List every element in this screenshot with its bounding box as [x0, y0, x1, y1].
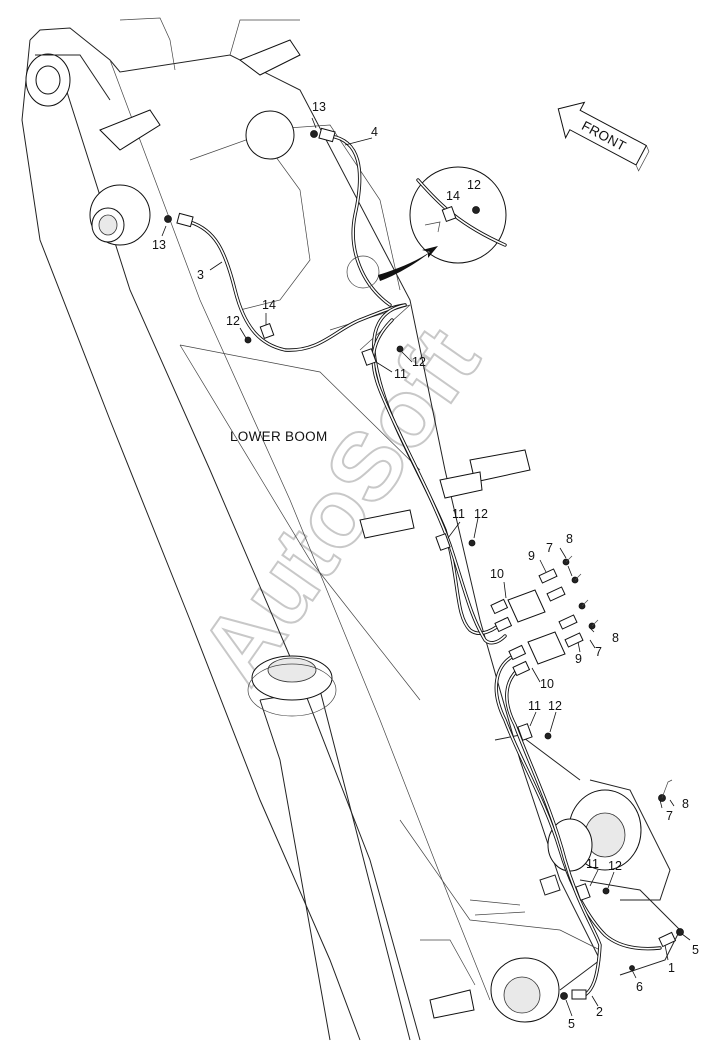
clamp: [435, 533, 451, 551]
lower-boom-structure: [21, 17, 681, 1041]
callout-9: 9: [575, 652, 582, 666]
front-direction-arrow: FRONT: [557, 101, 650, 172]
callout-7: 7: [666, 809, 673, 823]
callout-13: 13: [152, 238, 166, 252]
callout-11: 11: [452, 507, 465, 521]
callout-14: 14: [262, 298, 276, 312]
callout-14: 14: [446, 189, 460, 203]
callout-10: 10: [490, 567, 504, 581]
boom-cylinder: [247, 655, 411, 1041]
callout-12: 12: [226, 314, 240, 328]
bolt: [396, 345, 404, 353]
callout-5: 5: [692, 943, 699, 957]
callout-numbers: 13 4 13 14 12 3 14 12 11 12 11 12 9 7 8 …: [152, 100, 699, 1031]
callout-9: 9: [528, 549, 535, 563]
bulkhead-block: [527, 631, 566, 665]
elbow-fitting: [176, 212, 194, 228]
callout-2: 2: [596, 1005, 603, 1019]
leader-lines: [161, 117, 691, 1017]
callout-12: 12: [548, 699, 562, 713]
callout-8: 8: [682, 797, 689, 811]
fittings: [164, 127, 684, 1000]
callout-7: 7: [595, 645, 602, 659]
callout-12: 12: [608, 859, 622, 873]
bolt: [310, 130, 318, 138]
bolt: [468, 539, 476, 547]
callout-11: 11: [394, 367, 407, 381]
lower-boom-label: LOWER BOOM: [230, 429, 328, 444]
clamp: [361, 348, 377, 366]
callout-10: 10: [540, 677, 554, 691]
callout-13: 13: [312, 100, 326, 114]
bulkhead-block: [507, 589, 546, 623]
bolt: [164, 215, 172, 223]
callout-6: 6: [636, 980, 643, 994]
detail-inset: [346, 166, 507, 289]
callout-7: 7: [546, 541, 553, 555]
callout-3: 3: [197, 268, 204, 282]
callout-4: 4: [371, 125, 378, 139]
callout-11: 11: [586, 857, 599, 871]
bolt: [602, 887, 610, 895]
bolt: [244, 336, 252, 344]
watermark: AutoSoft: [180, 309, 500, 702]
callout-12: 12: [474, 507, 488, 521]
callout-1: 1: [668, 961, 675, 975]
callout-12: 12: [412, 355, 426, 369]
callout-12: 12: [467, 178, 481, 192]
callout-11: 11: [528, 699, 541, 713]
clamp: [575, 883, 591, 901]
callout-8: 8: [612, 631, 619, 645]
bolt: [544, 732, 552, 740]
clamp: [259, 323, 275, 339]
callout-5: 5: [568, 1017, 575, 1031]
clamp: [517, 723, 533, 741]
callout-8: 8: [566, 532, 573, 546]
elbow-fitting: [318, 127, 336, 143]
